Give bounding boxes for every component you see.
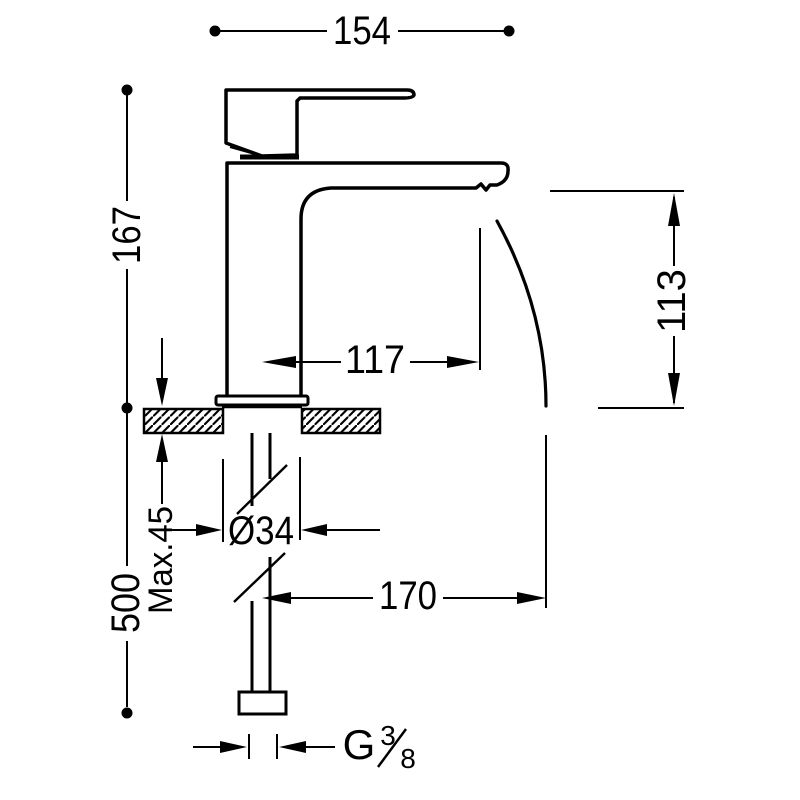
arrowhead-down <box>156 378 168 406</box>
faucet-body-and-spout <box>225 161 510 399</box>
arrowhead-right <box>517 592 546 604</box>
thread-label-numerator: 3 <box>380 720 396 751</box>
break-symbol-lower <box>233 552 286 603</box>
dimension-dot <box>121 402 133 414</box>
thread-label-prefix: G <box>343 721 376 768</box>
dimension-max-deck-thickness: Max.45 <box>142 338 180 614</box>
dim-117-label: 117 <box>345 338 405 382</box>
base-flange <box>214 394 310 407</box>
dim-170-label: 170 <box>379 574 437 618</box>
dim-154-label: 154 <box>333 9 391 53</box>
fraction-slash <box>376 728 408 768</box>
dimension-dot <box>121 84 133 96</box>
thread-label-denominator: 8 <box>400 743 416 774</box>
dimension-stream-reach: 170 <box>262 435 547 618</box>
handle-chamfer-line <box>229 146 259 156</box>
supply-hose <box>233 433 288 716</box>
dim-max45-label: Max.45 <box>142 506 180 614</box>
dim-500-label: 500 <box>104 573 148 633</box>
dimension-outlet-height: 113 <box>550 190 694 409</box>
countertop <box>142 407 382 435</box>
arrowhead-up <box>668 193 680 226</box>
dimension-dot <box>121 707 133 719</box>
dimension-thread-size: G 3 8 <box>193 720 416 774</box>
dim-113-label: 113 <box>650 269 694 333</box>
arrowhead-down <box>668 373 680 406</box>
break-symbol-upper <box>236 464 288 515</box>
dim-167-label: 167 <box>105 206 149 264</box>
faucet <box>214 88 510 409</box>
dimension-hose-length: 500 <box>104 413 148 719</box>
dimension-overall-depth: 154 <box>209 9 515 53</box>
arrowhead-left <box>301 524 327 536</box>
hose-end-connector <box>237 690 288 716</box>
dimension-outlet-reach: 117 <box>262 228 481 382</box>
dim-diameter-label: Ø34 <box>228 509 294 553</box>
faucet-handle-lever <box>224 88 416 158</box>
dimension-height-above-deck: 167 <box>105 84 149 414</box>
arrowhead-left <box>262 592 291 604</box>
countertop-right-section <box>300 407 382 435</box>
arrowhead-right <box>220 741 247 753</box>
arrowhead-left <box>262 356 296 368</box>
countertop-left-section <box>142 407 225 435</box>
arrowhead-up <box>156 434 168 462</box>
water-stream <box>495 219 548 408</box>
dimension-hole-diameter: Ø34 <box>166 457 380 553</box>
arrowhead-right <box>196 524 222 536</box>
arrowhead-left <box>279 741 306 753</box>
arrowhead-right <box>447 356 479 368</box>
